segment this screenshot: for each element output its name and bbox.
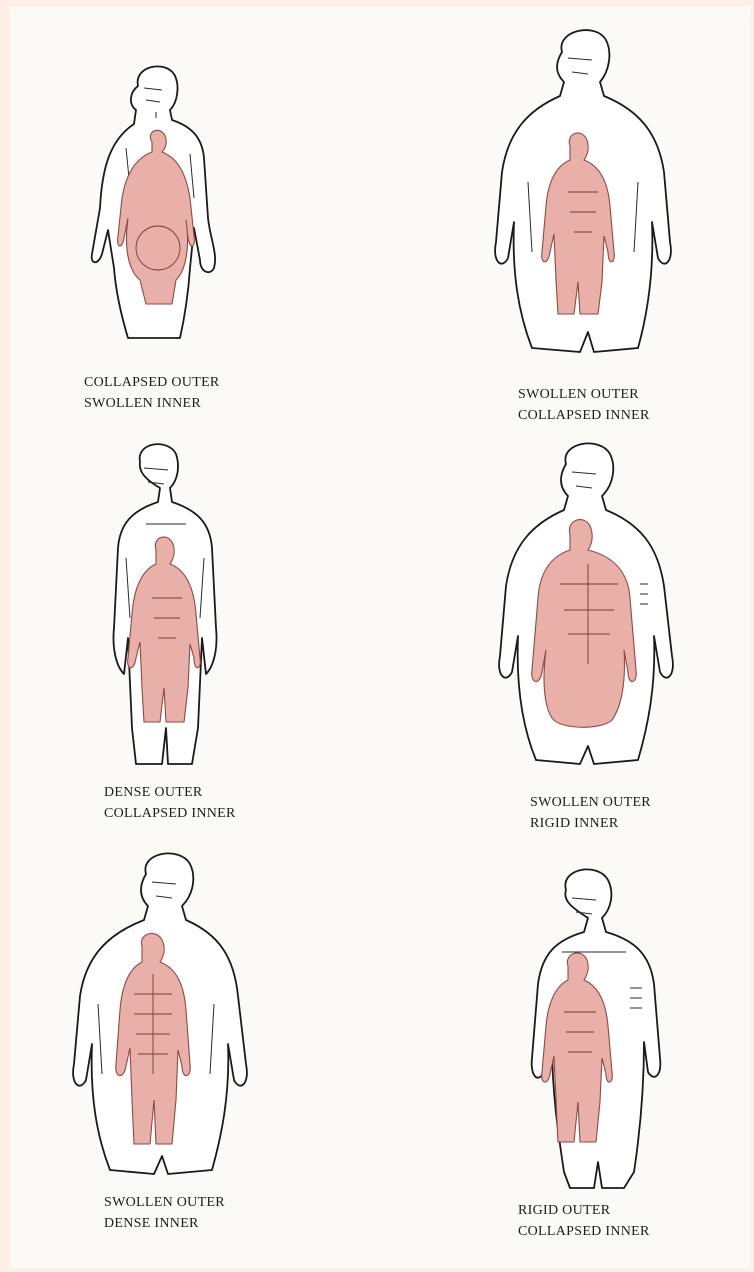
caption-figure-3: DENSE OUTER COLLAPSED INNER: [104, 782, 236, 824]
caption-figure-5: SWOLLEN OUTER DENSE INNER: [104, 1192, 225, 1234]
figure-swollen-outer-collapsed-inner: [488, 22, 678, 362]
caption-figure-4: SWOLLEN OUTER RIGID INNER: [530, 792, 651, 834]
caption-figure-2: SWOLLEN OUTER COLLAPSED INNER: [518, 384, 650, 426]
figure-swollen-outer-rigid-inner: [490, 434, 680, 774]
caption-line-1: RIGID OUTER: [518, 1200, 650, 1221]
caption-line-1: COLLAPSED OUTER: [84, 372, 220, 393]
caption-line-2: COLLAPSED INNER: [104, 803, 236, 824]
caption-line-2: DENSE INNER: [104, 1213, 225, 1234]
caption-line-1: SWOLLEN OUTER: [104, 1192, 225, 1213]
body-illustration: [490, 434, 680, 774]
caption-line-2: COLLAPSED INNER: [518, 405, 650, 426]
caption-line-1: DENSE OUTER: [104, 782, 236, 803]
book-page: COLLAPSED OUTER SWOLLEN INNER SWOLLEN OU…: [10, 6, 750, 1268]
body-illustration: [86, 58, 226, 348]
caption-line-2: RIGID INNER: [530, 813, 651, 834]
caption-line-1: SWOLLEN OUTER: [530, 792, 651, 813]
figure-dense-outer-collapsed-inner: [106, 438, 226, 768]
caption-line-1: SWOLLEN OUTER: [518, 384, 650, 405]
caption-line-2: COLLAPSED INNER: [518, 1221, 650, 1242]
body-illustration: [106, 438, 226, 768]
figure-rigid-outer-collapsed-inner: [504, 862, 664, 1192]
figure-collapsed-outer-swollen-inner: [86, 58, 226, 348]
caption-line-2: SWOLLEN INNER: [84, 393, 220, 414]
body-illustration: [504, 862, 664, 1192]
caption-figure-6: RIGID OUTER COLLAPSED INNER: [518, 1200, 650, 1242]
body-illustration: [68, 844, 248, 1184]
figure-swollen-outer-dense-inner: [68, 844, 248, 1184]
body-illustration: [488, 22, 678, 362]
caption-figure-1: COLLAPSED OUTER SWOLLEN INNER: [84, 372, 220, 414]
